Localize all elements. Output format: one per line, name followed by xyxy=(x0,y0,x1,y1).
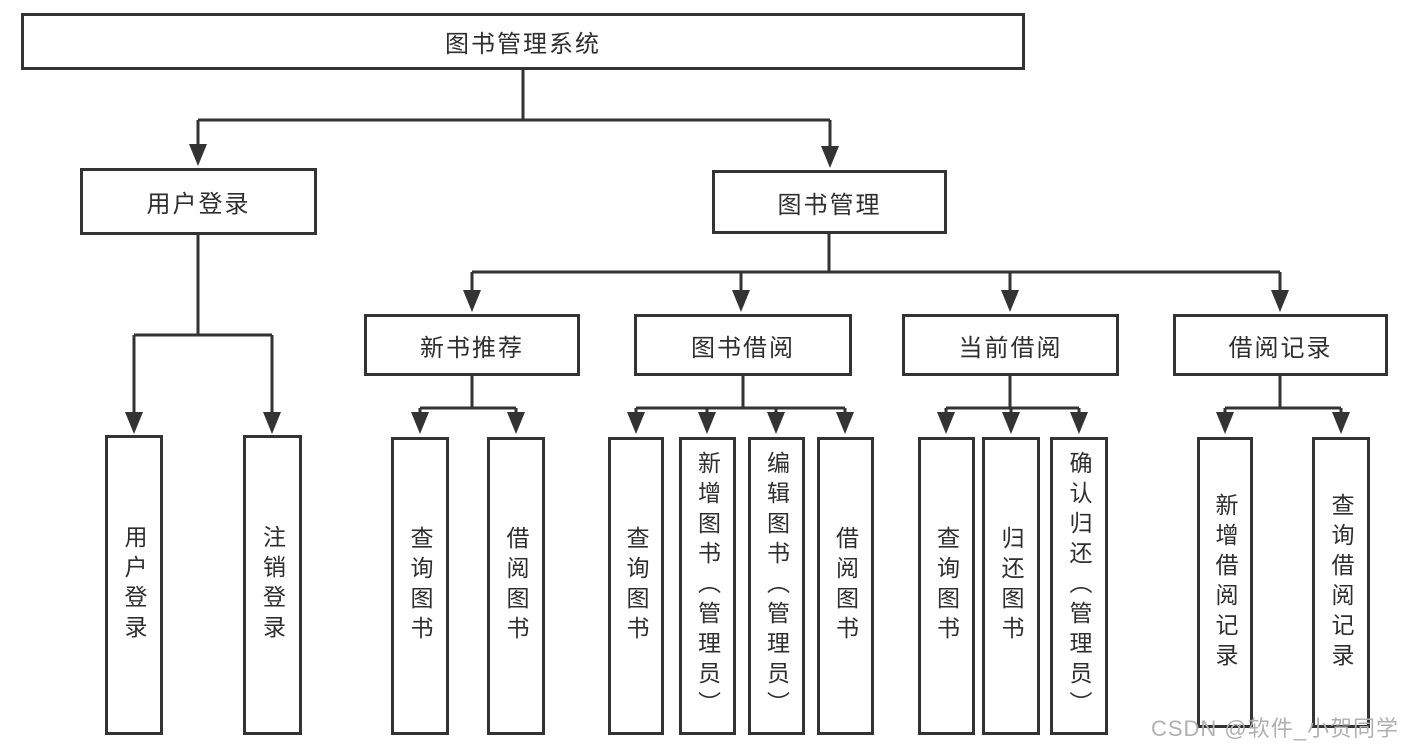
leaf-borrow-books-borrowing: 借阅图书 xyxy=(817,437,874,735)
node-user-login: 用户登录 xyxy=(80,168,317,235)
connector-new-book-recommend xyxy=(418,376,518,414)
connector-book-borrowing xyxy=(634,376,847,414)
leaf-query-borrow-record-label: 查询借阅记录 xyxy=(1328,492,1354,673)
arrow-down-icon xyxy=(125,412,143,434)
leaf-query-books-borrowing: 查询图书 xyxy=(608,437,664,735)
node-new-book-recommend: 新书推荐 xyxy=(364,314,580,376)
node-current-borrowing-label: 当前借阅 xyxy=(958,334,1063,362)
leaf-confirm-return-admin-label: 确认归还（管理员） xyxy=(1066,451,1092,721)
node-book-management-label: 图书管理 xyxy=(777,191,882,219)
node-book-management: 图书管理 xyxy=(712,170,947,234)
arrow-down-icon xyxy=(189,144,207,166)
arrow-down-icon xyxy=(411,412,429,434)
leaf-logout-label: 注销登录 xyxy=(259,525,286,645)
arrow-down-icon xyxy=(698,412,716,434)
connector-borrowing-records xyxy=(1223,376,1343,414)
leaf-borrow-books-recommend-label: 借阅图书 xyxy=(503,526,529,646)
arrow-down-icon xyxy=(1216,412,1234,434)
node-user-login-label: 用户登录 xyxy=(146,191,251,218)
leaf-edit-books-admin: 编辑图书（管理员） xyxy=(748,437,805,735)
leaf-edit-books-admin-label: 编辑图书（管理员） xyxy=(763,451,790,721)
arrow-down-icon xyxy=(463,290,481,312)
connector-root xyxy=(196,70,832,152)
arrow-down-icon xyxy=(1271,290,1289,312)
leaf-add-books-admin: 新增图书（管理员） xyxy=(679,437,736,735)
leaf-add-books-admin-label: 新增图书（管理员） xyxy=(694,451,721,721)
leaf-query-books-recommend: 查询图书 xyxy=(391,437,449,735)
leaf-query-books-borrowing-label: 查询图书 xyxy=(623,526,649,646)
node-book-borrowing-label: 图书借阅 xyxy=(691,334,795,362)
connector-book-management xyxy=(470,234,1282,291)
arrow-down-icon xyxy=(627,412,645,434)
arrow-down-icon xyxy=(507,412,525,434)
node-current-borrowing: 当前借阅 xyxy=(902,314,1119,376)
arrow-down-icon xyxy=(767,412,785,434)
leaf-user-login-label: 用户登录 xyxy=(121,525,147,645)
leaf-query-books-recommend-label: 查询图书 xyxy=(407,526,433,646)
leaf-add-borrow-record: 新增借阅记录 xyxy=(1197,437,1253,728)
node-borrowing-records-label: 借阅记录 xyxy=(1228,334,1333,362)
node-book-borrowing: 图书借阅 xyxy=(634,314,852,376)
arrow-down-icon xyxy=(263,412,281,434)
leaf-user-login: 用户登录 xyxy=(105,435,163,735)
connector-current-borrowing xyxy=(944,376,1081,414)
arrow-down-icon xyxy=(836,412,854,434)
leaf-borrow-books-borrowing-label: 借阅图书 xyxy=(832,526,859,646)
arrow-down-icon xyxy=(1001,290,1019,312)
node-borrowing-records: 借阅记录 xyxy=(1173,314,1388,376)
leaf-confirm-return-admin: 确认归还（管理员） xyxy=(1050,437,1108,735)
csdn-watermark: CSDN @软件_小贺同学 xyxy=(1150,716,1399,741)
leaf-query-borrow-record: 查询借阅记录 xyxy=(1312,437,1370,728)
node-new-book-recommend-label: 新书推荐 xyxy=(420,334,524,362)
arrow-down-icon xyxy=(821,146,839,168)
leaf-borrow-books-recommend: 借阅图书 xyxy=(487,437,545,735)
arrow-down-icon xyxy=(1332,412,1350,434)
node-root-label: 图书管理系统 xyxy=(445,31,601,58)
node-root-system: 图书管理系统 xyxy=(21,13,1025,70)
leaf-logout: 注销登录 xyxy=(243,435,302,735)
arrow-down-icon xyxy=(732,290,750,312)
leaf-query-books-current-label: 查询图书 xyxy=(933,526,960,646)
connector-user-login xyxy=(132,235,274,414)
leaf-return-books: 归还图书 xyxy=(982,437,1040,735)
leaf-return-books-label: 归还图书 xyxy=(998,526,1024,646)
leaf-query-books-current: 查询图书 xyxy=(918,437,975,735)
arrow-down-icon xyxy=(937,412,955,434)
arrow-down-icon xyxy=(1002,412,1020,434)
leaf-add-borrow-record-label: 新增借阅记录 xyxy=(1212,492,1238,673)
arrow-down-icon xyxy=(1070,412,1088,434)
